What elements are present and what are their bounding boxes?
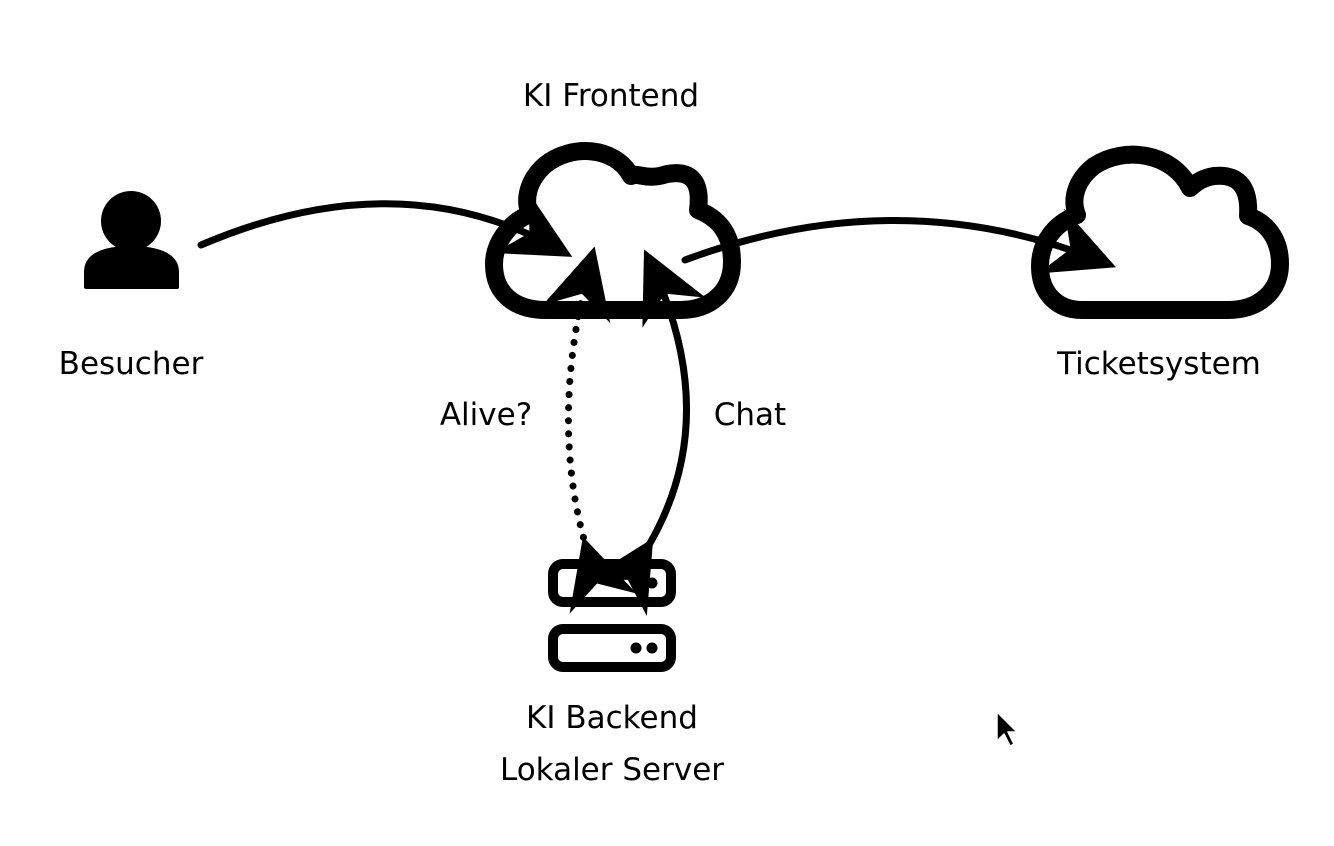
cloud-icon <box>1031 145 1289 319</box>
backend-label-line1: KI Backend <box>526 700 698 736</box>
frontend-node: KI Frontend <box>485 78 741 319</box>
cloud-icon <box>485 142 741 319</box>
frontend-label: KI Frontend <box>523 78 699 114</box>
person-icon <box>84 191 179 289</box>
cursor-icon <box>996 711 1018 747</box>
edge-frontend-to-ticketsystem <box>681 208 1116 274</box>
backend-label-line2: Lokaler Server <box>500 752 724 788</box>
ticketsystem-node: Ticketsystem <box>1031 145 1289 382</box>
edge-chat-label: Chat <box>714 397 786 433</box>
server-icon <box>548 559 676 672</box>
edge-alive-label: Alive? <box>440 397 532 433</box>
ticketsystem-label: Ticketsystem <box>1056 346 1261 382</box>
edge-alive <box>542 246 637 614</box>
edge-chat <box>587 249 706 617</box>
visitor-label: Besucher <box>59 346 204 382</box>
edge-visitor-to-frontend <box>197 192 573 257</box>
visitor-node: Besucher <box>59 191 204 382</box>
backend-node: KI Backend Lokaler Server <box>500 559 724 788</box>
